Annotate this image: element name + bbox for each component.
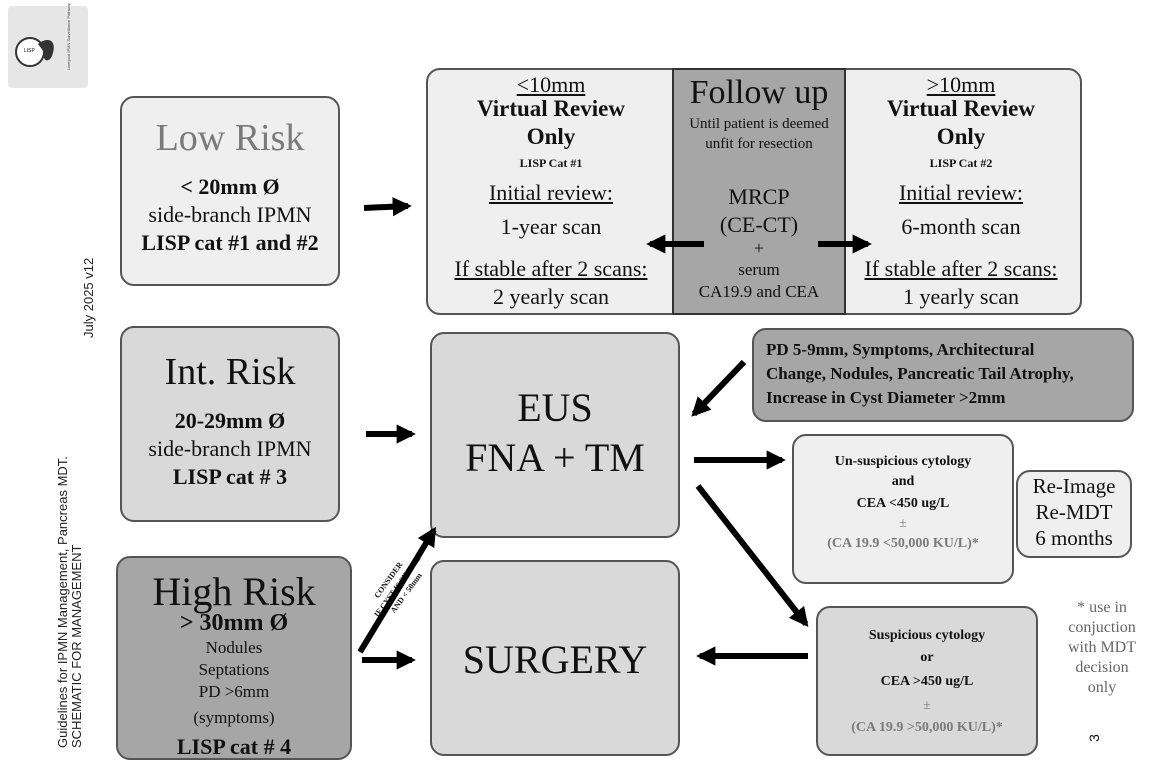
- right-title: Virtual Review: [887, 96, 1035, 121]
- followup-sub1: Until patient is deemed: [689, 116, 829, 132]
- footnote-l5: only: [1087, 679, 1117, 696]
- high-risk-nodules: Nodules: [205, 638, 263, 657]
- left-yearly: 2 yearly scan: [492, 284, 610, 309]
- int-risk-box: Int. Risk 20-29mm Ø side-branch IPMN LIS…: [120, 326, 340, 522]
- reimage-l2: Re-MDT: [1035, 500, 1113, 524]
- int-risk-size: 20-29mm Ø: [174, 408, 286, 433]
- arrow-eus-to-suspicious: [695, 484, 809, 628]
- surgery-box: SURGERY: [430, 560, 680, 756]
- right-scan: 6-month scan: [901, 214, 1021, 239]
- pd-criteria-line2: Change, Nodules, Pancreatic Tail Atrophy…: [766, 364, 1074, 383]
- high-risk-symptoms: (symptoms): [193, 708, 275, 727]
- low-risk-size: < 20mm Ø: [180, 174, 280, 199]
- reimage-box: Re-Image Re-MDT 6 months: [1016, 470, 1132, 558]
- followup-markers: CA19.9 and CEA: [698, 282, 820, 301]
- suspicious-l1: Suspicious cytology: [868, 628, 986, 643]
- arrow-pd-to-eus: [691, 359, 747, 417]
- high-risk-category: LISP cat # 4: [176, 734, 292, 759]
- unsuspicious-l1: Un-suspicious cytology: [834, 454, 972, 469]
- eus-subtitle: FNA + TM: [465, 435, 645, 480]
- logo-text: LISP: [24, 48, 35, 54]
- followup-title: Follow up: [689, 74, 829, 111]
- suspicious-l5: (CA 19.9 >50,000 KU/L)*: [851, 720, 1003, 735]
- right-initial-review: Initial review:: [898, 180, 1023, 205]
- right-stable: If stable after 2 scans:: [864, 256, 1058, 281]
- int-risk-type: side-branch IPMN: [148, 436, 312, 461]
- unsuspicious-l5: (CA 19.9 <50,000 KU/L)*: [827, 536, 979, 551]
- pd-criteria-line1: PD 5-9mm, Symptoms, Architectural: [766, 340, 1035, 359]
- logo-emblem: [15, 37, 54, 67]
- eus-box: EUS FNA + TM: [430, 332, 680, 538]
- right-category: LISP Cat #2: [929, 156, 993, 170]
- followup-sub2: unfit for resection: [705, 136, 813, 152]
- followup-cect: (CE-CT): [719, 212, 799, 237]
- followup-plus: +: [753, 238, 765, 258]
- unsuspicious-l4: ±: [899, 516, 907, 531]
- high-risk-box: High Risk > 30mm Ø Nodules Septations PD…: [116, 556, 352, 760]
- high-risk-size: > 30mm Ø: [179, 610, 289, 636]
- arrow-low-to-followup: [363, 197, 412, 217]
- left-category: LISP Cat #1: [519, 156, 583, 170]
- suspicious-l2: or: [920, 650, 934, 665]
- footnote: * use in conjuction with MDT decision on…: [1062, 598, 1142, 698]
- left-initial-review: Initial review:: [488, 180, 613, 205]
- high-risk-septations: Septations: [198, 660, 270, 679]
- right-size: >10mm: [926, 72, 996, 97]
- followup-serum: serum: [738, 260, 780, 279]
- suspicious-l4: ±: [923, 698, 931, 713]
- unsuspicious-l2: and: [891, 474, 915, 489]
- followup-left: <10mm Virtual Review Only LISP Cat #1 In…: [428, 70, 674, 314]
- suspicious-l3: CEA >450 ug/L: [880, 674, 974, 689]
- reimage-l1: Re-Image: [1032, 474, 1116, 498]
- logo: LISP Liverpool IPMN Surveillance Pathway: [8, 3, 88, 88]
- arrow-high-to-eus: [357, 526, 437, 654]
- footnote-l1: * use in: [1077, 599, 1127, 616]
- unsuspicious-l3: CEA <450 ug/L: [856, 496, 950, 511]
- left-scan: 1-year scan: [500, 214, 602, 239]
- left-stable: If stable after 2 scans:: [454, 256, 648, 281]
- eus-title: EUS: [517, 385, 593, 430]
- pd-criteria-box: PD 5-9mm, Symptoms, Architectural Change…: [752, 328, 1134, 422]
- suspicious-box: Suspicious cytology or CEA >450 ug/L ± (…: [816, 606, 1038, 756]
- high-risk-title: High Risk: [152, 569, 316, 614]
- footnote-l4: decision: [1075, 659, 1129, 676]
- unsuspicious-box: Un-suspicious cytology and CEA <450 ug/L…: [792, 434, 1014, 584]
- surgery-label: SURGERY: [462, 637, 648, 682]
- low-risk-title: Low Risk: [155, 117, 305, 159]
- followup-mrcp: MRCP: [728, 184, 790, 209]
- int-risk-category: LISP cat # 3: [172, 464, 288, 489]
- left-title-only: Only: [526, 124, 576, 149]
- low-risk-category: LISP cat #1 and #2: [141, 230, 319, 255]
- reimage-l3: 6 months: [1035, 526, 1113, 550]
- high-risk-pd: PD >6mm: [198, 682, 270, 701]
- low-risk-type: side-branch IPMN: [148, 202, 312, 227]
- right-yearly: 1 yearly scan: [902, 284, 1020, 309]
- footnote-l2: conjuction: [1068, 619, 1136, 636]
- int-risk-title: Int. Risk: [164, 351, 296, 393]
- left-size: <10mm: [516, 72, 586, 97]
- left-title: Virtual Review: [477, 96, 625, 121]
- footnote-l3: with MDT: [1068, 639, 1136, 656]
- pd-criteria-line3: Increase in Cyst Diameter >2mm: [766, 388, 1006, 407]
- low-risk-box: Low Risk < 20mm Ø side-branch IPMN LISP …: [120, 96, 340, 286]
- followup-center: Follow up Until patient is deemed unfit …: [672, 68, 846, 315]
- right-title-only: Only: [936, 124, 986, 149]
- followup-right: >10mm Virtual Review Only LISP Cat #2 In…: [846, 70, 1076, 314]
